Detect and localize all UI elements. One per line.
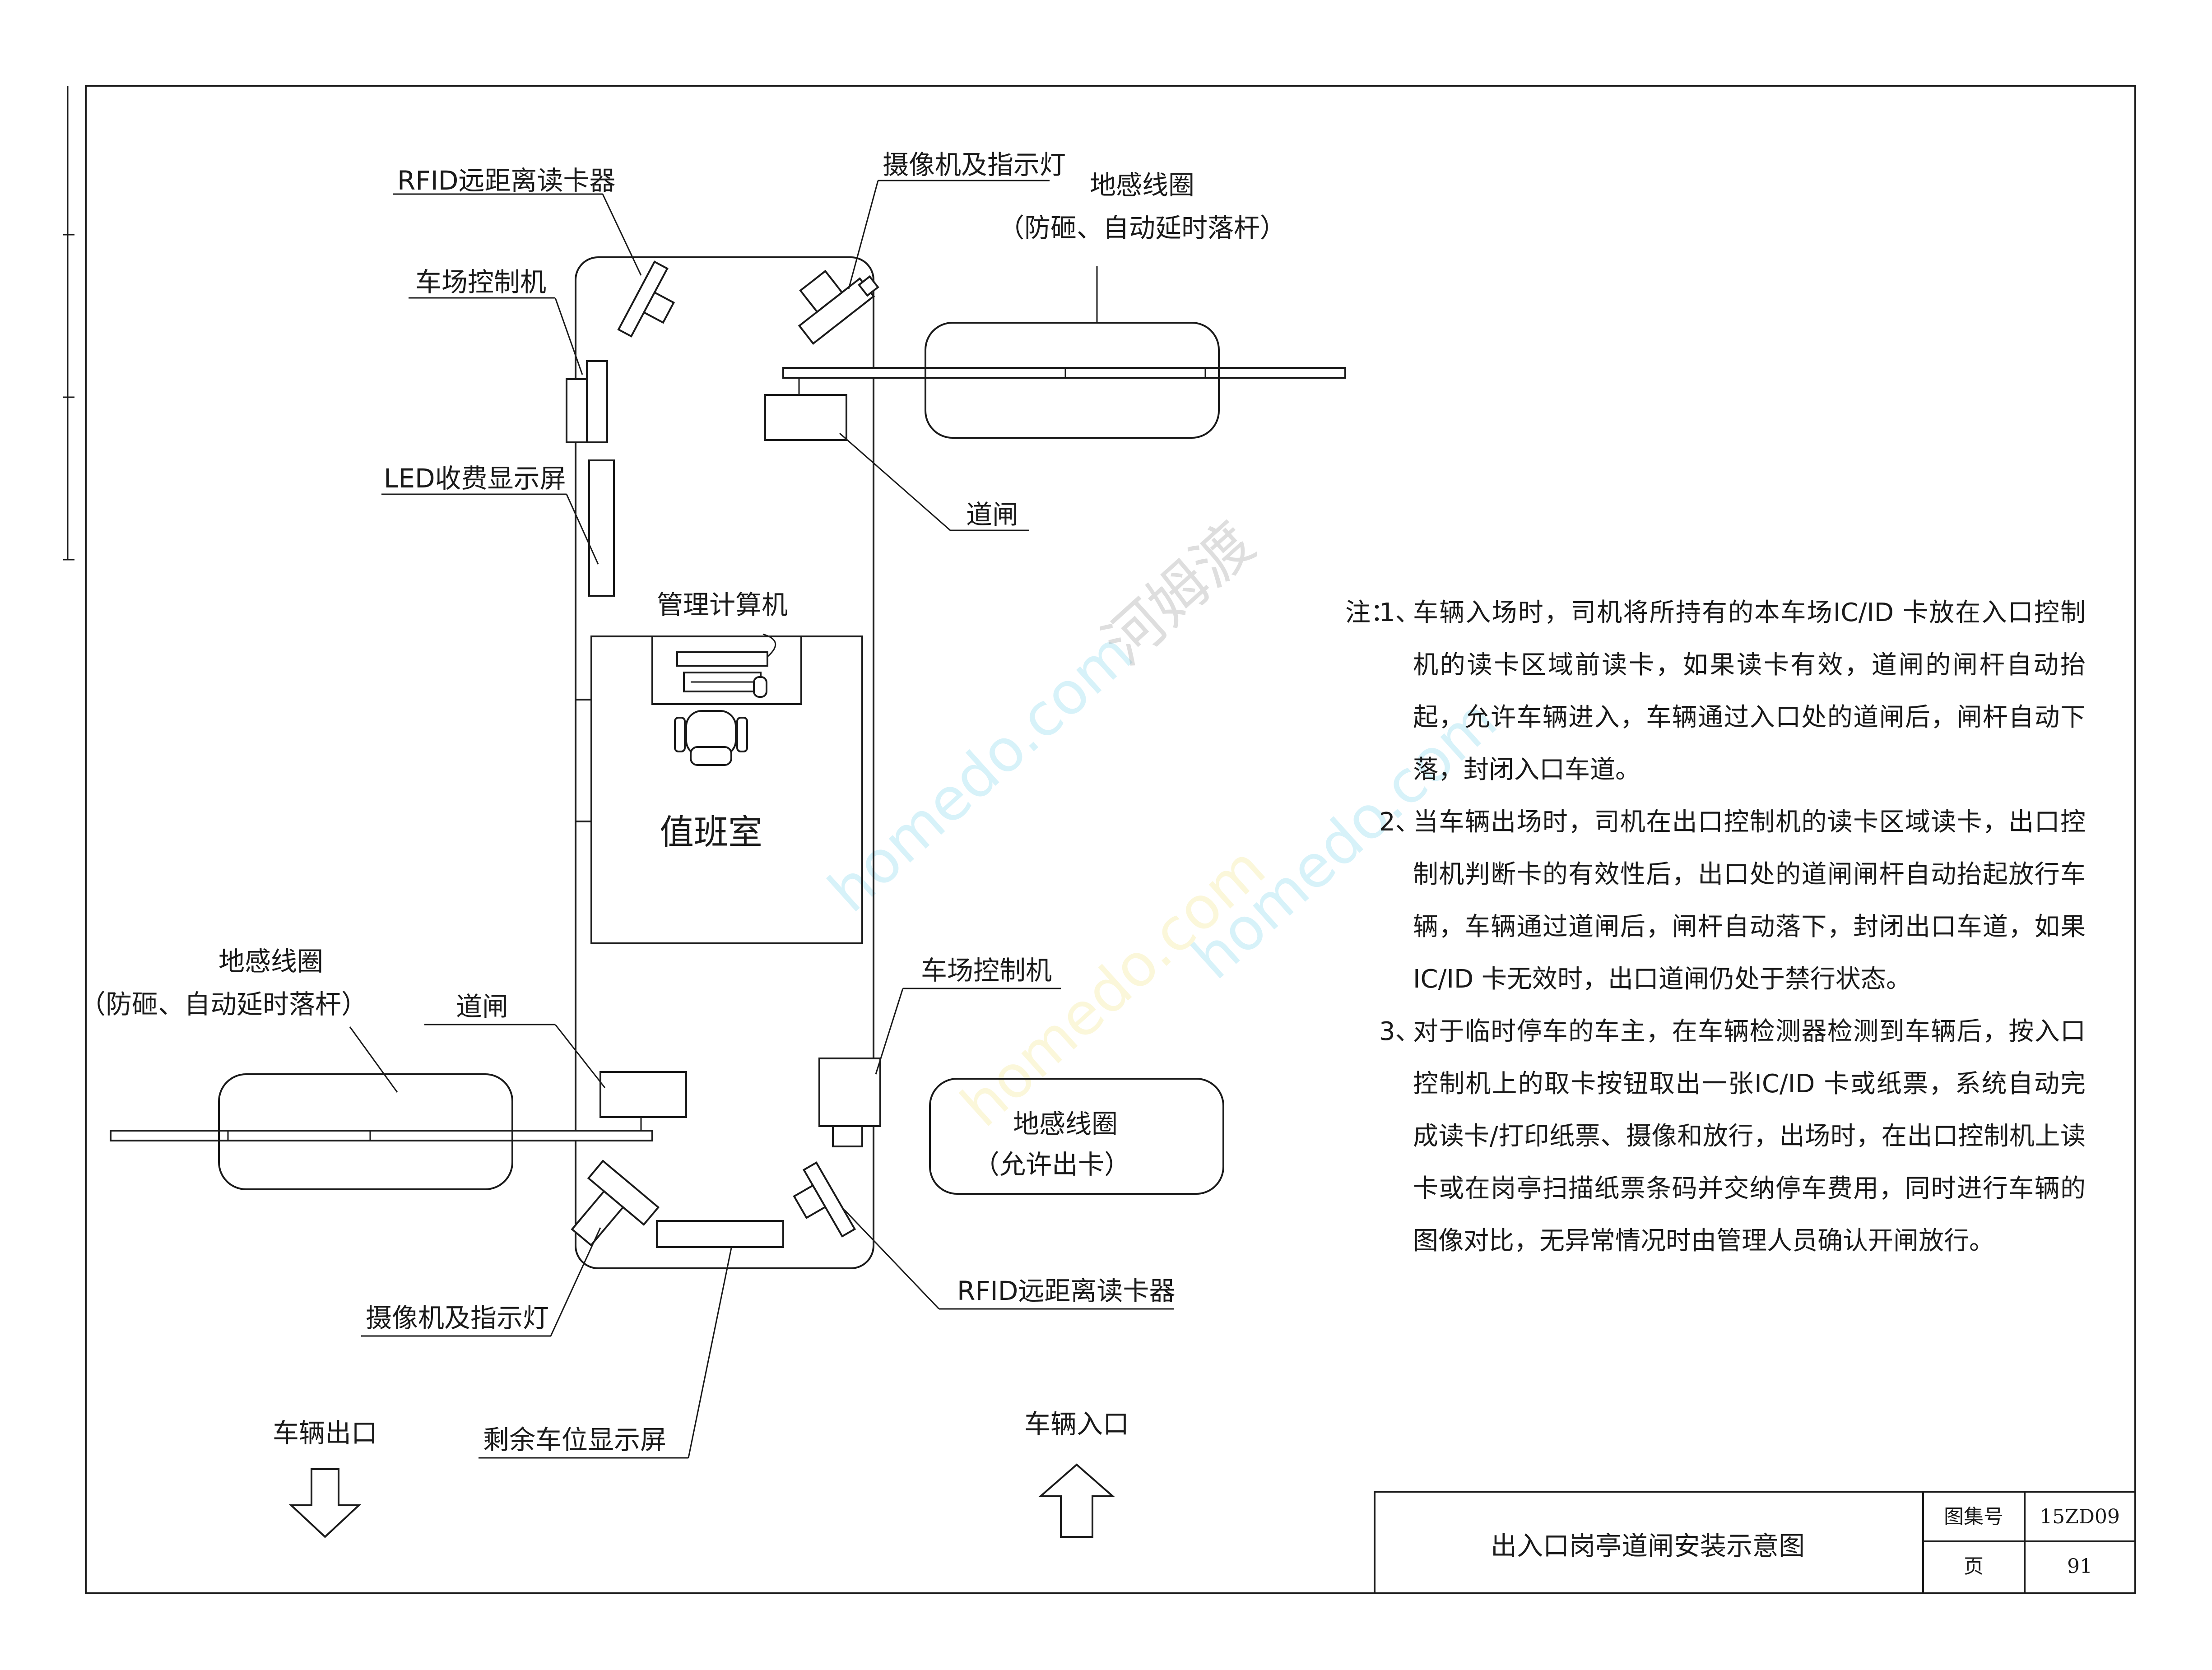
note-item-3: 3、 对于临时停车的车主，在车辆检测器检测到车辆后，按入口控制机上的取卡按钮取出… <box>1345 1006 2086 1267</box>
watermark-cn: 河姆渡 <box>1091 509 1268 678</box>
induction-coil-right <box>929 1078 1224 1195</box>
remaining-spaces-screen-icon <box>656 1220 784 1248</box>
label-remaining-screen: 剩余车位显示屏 <box>483 1424 666 1455</box>
label-coil-top-1: 地感线圈 <box>1090 170 1194 200</box>
booth-island <box>575 256 874 1269</box>
controller-bottom-icon <box>818 1058 881 1147</box>
label-coil-top-2: （防砸、自动延时落杆） <box>998 213 1286 243</box>
label-coil-right-2: （允许出卡） <box>973 1149 1130 1180</box>
label-camera-top: 摄像机及指示灯 <box>883 149 1066 180</box>
title-block-page-label: 页 <box>1964 1555 1984 1578</box>
label-camera-bottom: 摄像机及指示灯 <box>366 1303 549 1333</box>
induction-coil-top <box>925 322 1220 439</box>
mouse-icon <box>753 676 767 698</box>
title-block: 出入口岗亭道闸安装示意图 图集号 15ZD09 页 91 <box>1374 1491 2136 1594</box>
label-coil-left-1: 地感线圈 <box>218 946 323 977</box>
note-prefix: 注： <box>1345 598 1396 627</box>
leader-lines <box>349 180 1174 1459</box>
label-coil-left-2: （防砸、自动延时落杆） <box>79 989 367 1020</box>
barrier-left-icon <box>599 1071 687 1118</box>
controller-top-icon <box>566 360 608 443</box>
label-led-screen: LED收费显示屏 <box>384 463 566 494</box>
note-text: 对于临时停车的车主，在车辆检测器检测到车辆后，按入口控制机上的取卡按钮取出一张I… <box>1413 1017 2086 1256</box>
label-controller-top: 车场控制机 <box>415 267 546 297</box>
label-duty-room: 值班室 <box>660 812 762 852</box>
note-text: 当车辆出场时，司机在出口控制机的读卡区域读卡，出口控制机判断卡的有效性后，出口处… <box>1413 807 2086 994</box>
title-block-title: 出入口岗亭道闸安装示意图 <box>1491 1531 1805 1561</box>
title-block-atlas-value: 15ZD09 <box>2040 1505 2120 1528</box>
note-number: 3、 <box>1379 1017 1421 1046</box>
label-computer: 管理计算机 <box>657 589 788 620</box>
camera-bottom-icon <box>571 1160 660 1247</box>
barrier-left-arm <box>110 1130 653 1141</box>
exit-arrow-down-icon <box>288 1468 362 1538</box>
label-coil-right-1: 地感线圈 <box>1013 1109 1118 1139</box>
label-controller-bottom: 车场控制机 <box>921 955 1052 986</box>
title-block-atlas-label: 图集号 <box>1944 1505 2003 1528</box>
entrance-arrow-up-icon <box>1038 1463 1115 1538</box>
cable-icon <box>762 633 776 658</box>
computer-desk <box>651 636 802 705</box>
label-rfid-bottom: RFID远距离读卡器 <box>957 1276 1175 1306</box>
label-rfid-top: RFID远距离读卡器 <box>397 165 615 196</box>
note-number: 2、 <box>1379 807 1421 837</box>
label-exit: 车辆出口 <box>273 1418 377 1448</box>
label-barrier-left: 道闸 <box>456 991 508 1022</box>
camera-top-icon <box>798 269 879 345</box>
rfid-reader-bottom-icon <box>793 1161 856 1238</box>
computer-icon <box>676 651 768 667</box>
title-block-page-value: 91 <box>2067 1555 2092 1578</box>
note-item-2: 2、 当车辆出场时，司机在出口控制机的读卡区域读卡，出口控制机判断卡的有效性后，… <box>1345 796 2086 1006</box>
induction-coil-left <box>218 1073 513 1190</box>
label-barrier-top: 道闸 <box>966 499 1018 530</box>
drawing-frame <box>85 85 2136 1594</box>
chair-icon <box>674 710 748 766</box>
note-number: 1、 <box>1379 598 1421 627</box>
barrier-top-icon <box>764 394 847 441</box>
notes-block: 注： 1、 车辆入场时，司机将所持有的本车场IC/ID 卡放在入口控制机的读卡区… <box>1345 587 2086 1267</box>
note-text: 车辆入场时，司机将所持有的本车场IC/ID 卡放在入口控制机的读卡区域前读卡，如… <box>1413 598 2086 784</box>
led-screen-icon <box>588 459 615 597</box>
watermark-en-1: homedo.com <box>815 618 1145 925</box>
label-entrance: 车辆入口 <box>1024 1409 1129 1439</box>
barrier-top-arm <box>782 367 1346 379</box>
note-item-1: 注： 1、 车辆入场时，司机将所持有的本车场IC/ID 卡放在入口控制机的读卡区… <box>1345 587 2086 796</box>
rfid-reader-top-icon <box>617 260 675 338</box>
